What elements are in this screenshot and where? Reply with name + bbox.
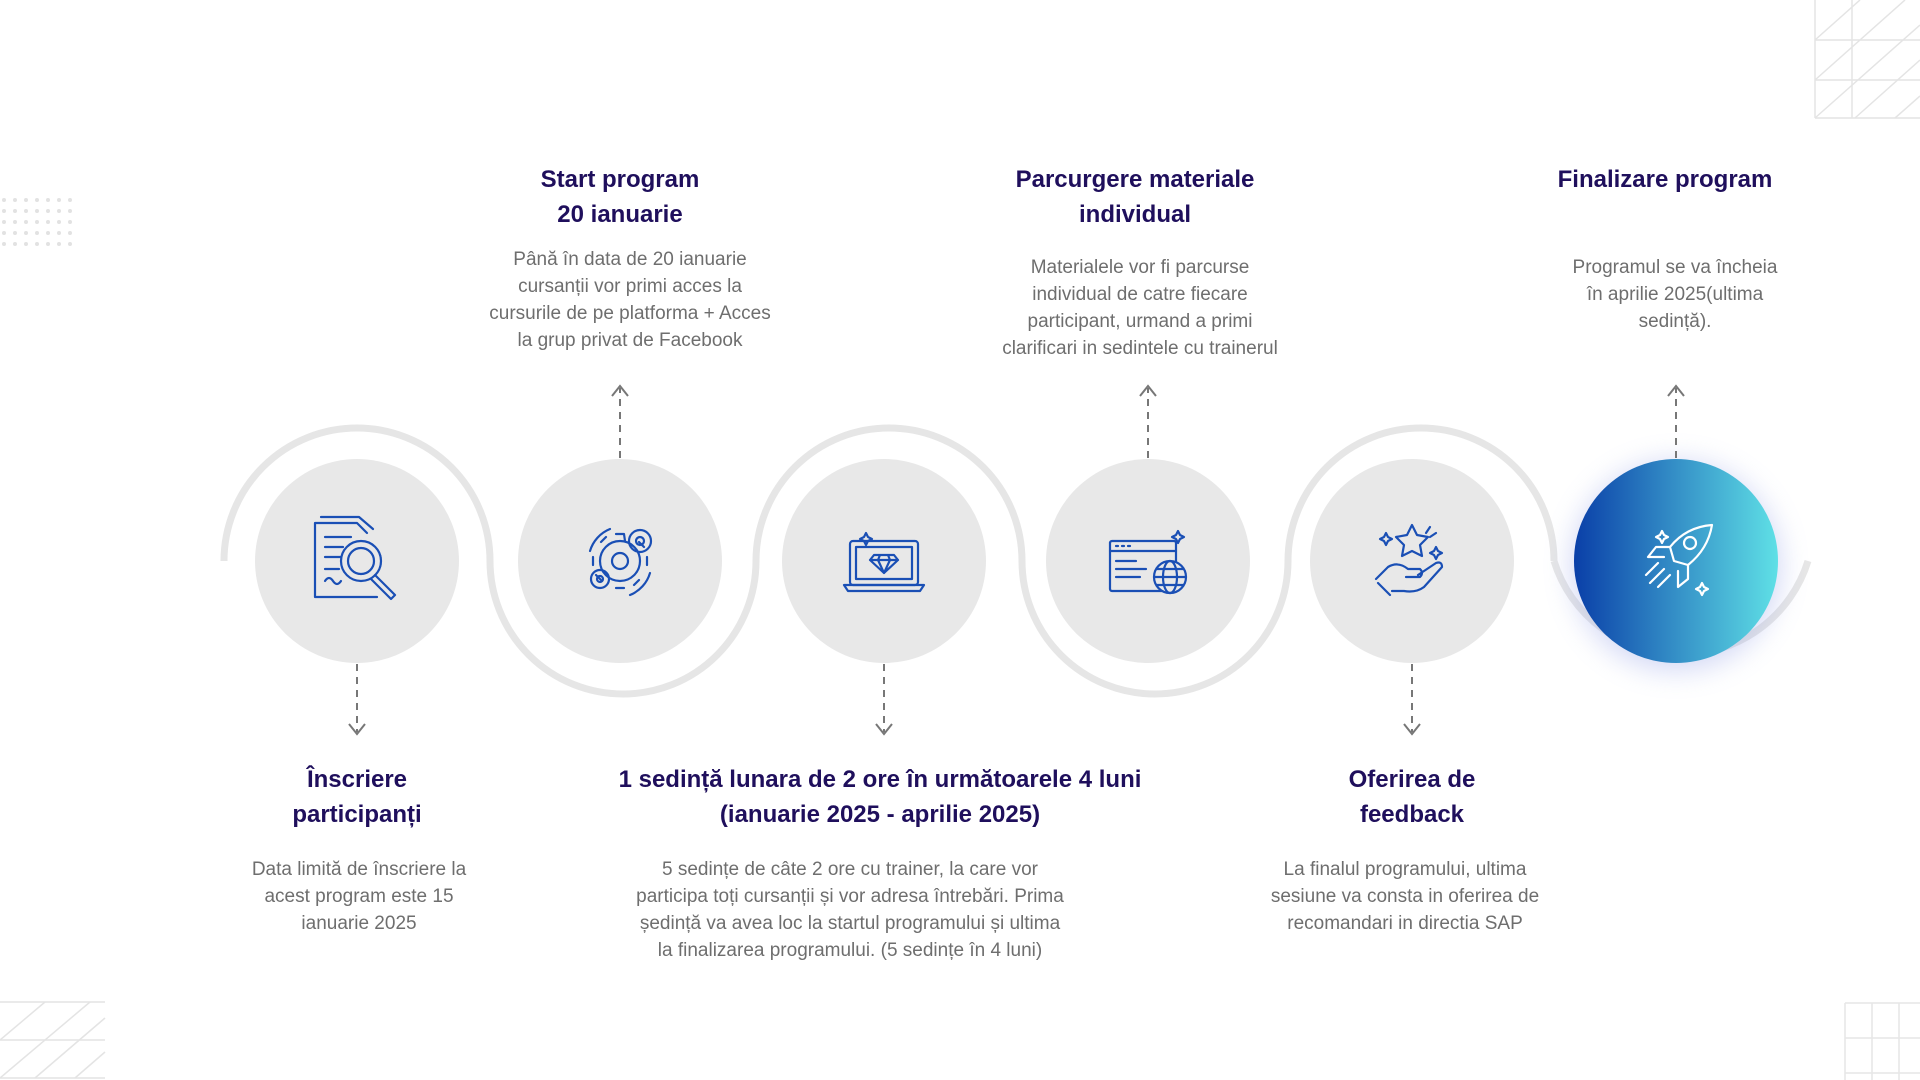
decor-dot xyxy=(13,220,17,224)
decor-dot xyxy=(2,198,6,202)
decor-bottom-right-grid xyxy=(1844,1002,1920,1080)
decor-dot xyxy=(68,242,72,246)
decor-top-right-lines xyxy=(1814,0,1920,119)
laptop-diamond-icon xyxy=(842,531,926,593)
decor-dot xyxy=(68,198,72,202)
track-arc-3 xyxy=(752,424,1026,562)
step-6-description: Programul se va încheia în aprilie 2025(… xyxy=(1572,257,1778,332)
step-4-title: Parcurgere materiale individual xyxy=(1015,166,1255,228)
document-search-icon xyxy=(313,515,397,601)
decor-dot xyxy=(57,220,61,224)
decor-dot xyxy=(35,231,39,235)
step-node-1 xyxy=(255,459,459,663)
decor-dot xyxy=(68,209,72,213)
step-5-title: Oferirea de feedback xyxy=(1348,766,1476,828)
decor-dot xyxy=(24,231,28,235)
rocket-icon xyxy=(1644,523,1714,597)
step-6-title: Finalizare program xyxy=(1557,166,1773,193)
gears-icon xyxy=(588,527,653,597)
step-2-description: Până în data de 20 ianuarie cursanții vo… xyxy=(489,249,771,351)
step-4-description: Materialele vor fi parcurse individual d… xyxy=(1002,257,1278,359)
step-1-description: Data limită de înscriere la acest progra… xyxy=(251,859,467,934)
decor-dot xyxy=(24,242,28,246)
decor-dot xyxy=(46,220,50,224)
timeline-track xyxy=(220,424,1812,698)
decor-dot xyxy=(57,242,61,246)
step-2-title: Start program 20 ianuarie xyxy=(540,166,700,228)
decor-dot xyxy=(13,231,17,235)
decor-dot xyxy=(24,198,28,202)
track-arc-2 xyxy=(486,560,760,698)
connector-up-2 xyxy=(611,384,629,458)
decor-dot xyxy=(57,231,61,235)
decor-dot xyxy=(24,209,28,213)
decor-dot xyxy=(2,242,6,246)
connector-down-3 xyxy=(875,664,893,736)
decor-dot xyxy=(13,242,17,246)
decor-dot xyxy=(13,209,17,213)
step-node-6-final xyxy=(1572,459,1780,670)
decor-dot xyxy=(57,198,61,202)
decor-dot xyxy=(2,231,6,235)
decor-dot xyxy=(35,242,39,246)
decor-dot xyxy=(46,231,50,235)
decor-dot xyxy=(68,220,72,224)
step-3-title: 1 sedință lunara de 2 ore în următoarele… xyxy=(618,766,1142,828)
connector-up-4 xyxy=(1139,384,1157,458)
decor-dot xyxy=(2,209,6,213)
step-1-title: Înscriere participanți xyxy=(292,766,422,828)
decor-dot xyxy=(68,231,72,235)
decor-dot xyxy=(57,209,61,213)
hand-stars-icon xyxy=(1374,523,1444,597)
track-arc-5 xyxy=(1284,424,1558,562)
connector-down-5 xyxy=(1403,664,1421,736)
step-5-description: La finalul programului, ultima sesiune v… xyxy=(1270,859,1540,934)
step-node-5 xyxy=(1310,459,1514,663)
step-node-4 xyxy=(1046,459,1250,663)
track-arc-1 xyxy=(220,424,494,562)
decor-dot xyxy=(24,220,28,224)
connector-up-6 xyxy=(1667,384,1685,458)
decor-dot xyxy=(46,242,50,246)
decor-dot xyxy=(13,198,17,202)
decor-dot xyxy=(46,198,50,202)
track-arc-4 xyxy=(1018,560,1292,698)
decor-left-dots xyxy=(2,198,72,246)
connector-down-1 xyxy=(348,664,366,736)
decor-dot xyxy=(2,220,6,224)
decor-bottom-left-lines xyxy=(0,1001,106,1079)
decor-dot xyxy=(35,198,39,202)
decor-dot xyxy=(46,209,50,213)
browser-globe-icon xyxy=(1108,529,1188,595)
decor-dot xyxy=(35,220,39,224)
connectors xyxy=(348,384,1685,736)
decor-dot xyxy=(35,209,39,213)
step-node-2 xyxy=(518,459,722,663)
step-3-description: 5 sedințe de câte 2 ore cu trainer, la c… xyxy=(636,859,1064,961)
